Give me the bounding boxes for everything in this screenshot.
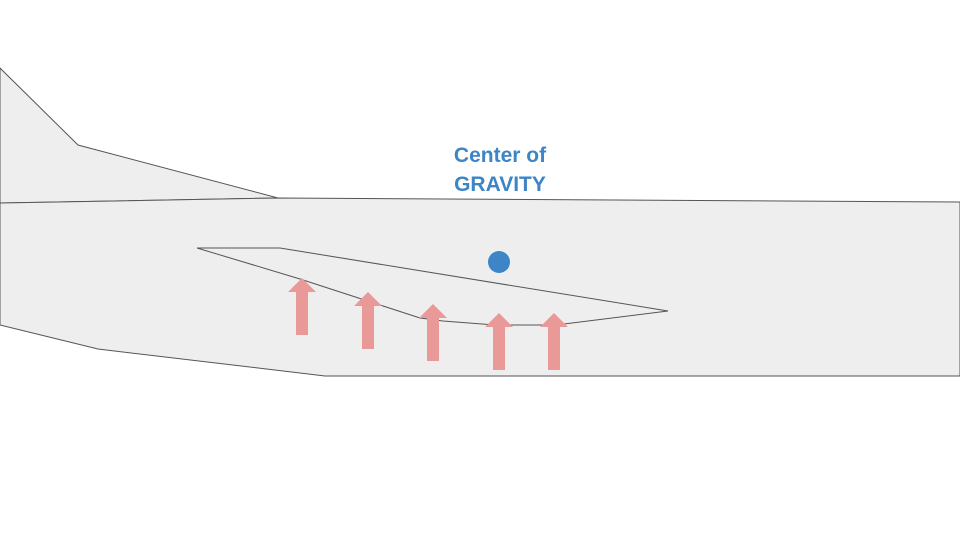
lift-arrows bbox=[288, 278, 568, 370]
lift-arrow bbox=[354, 292, 382, 349]
center-of-gravity-dot bbox=[488, 251, 510, 273]
cg-label-line-2: GRAVITY bbox=[454, 173, 546, 196]
tail-fin bbox=[0, 67, 279, 204]
lift-arrow bbox=[485, 313, 513, 370]
lift-arrow bbox=[419, 304, 447, 361]
lift-arrow bbox=[288, 278, 316, 335]
wing bbox=[196, 247, 669, 326]
lift-arrow bbox=[540, 313, 568, 370]
cg-label-line-1: Center of bbox=[453, 144, 547, 167]
center-of-gravity-label: Center of GRAVITY bbox=[380, 141, 620, 199]
